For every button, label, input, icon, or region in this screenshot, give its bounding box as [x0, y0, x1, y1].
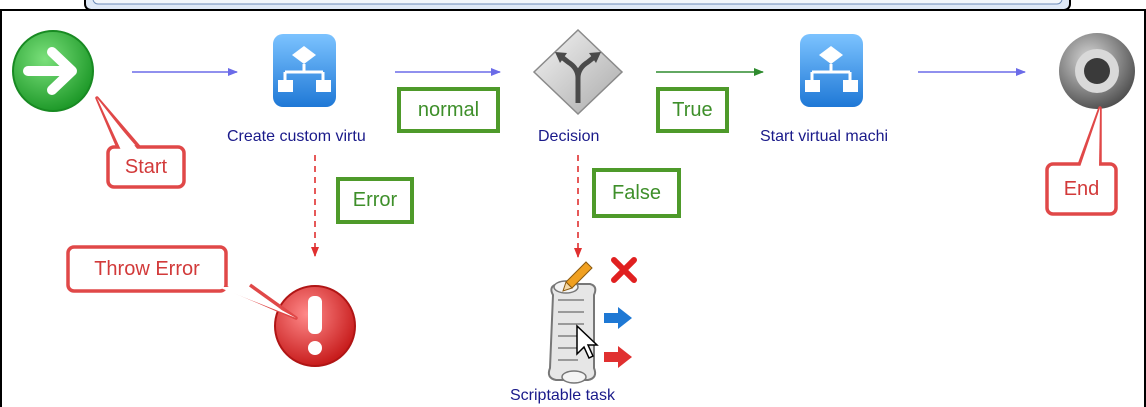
top-panel-edge — [84, 0, 1071, 11]
decision-label[interactable]: Decision — [538, 128, 600, 145]
create-task-label[interactable]: Create custom virtu — [227, 128, 366, 145]
workflow-icon[interactable] — [273, 34, 336, 107]
start-vm-label[interactable]: Start virtual machi — [760, 128, 889, 145]
decision-icon[interactable] — [532, 28, 624, 116]
false-edge-tag: False — [592, 168, 681, 218]
end-callout-shape — [1045, 106, 1118, 216]
scroll-icon[interactable] — [547, 280, 597, 384]
cursor-icon — [576, 324, 599, 360]
right-arrow-icon[interactable] — [604, 307, 632, 329]
start-callout: Start — [124, 155, 168, 178]
throw-error-callout: Throw Error — [94, 257, 200, 280]
throw-error-callout-shape — [66, 245, 298, 320]
end-icon[interactable] — [1059, 33, 1135, 109]
error-edge-tag: Error — [336, 177, 414, 224]
end-callout: End — [1063, 177, 1100, 200]
start-icon[interactable] — [12, 30, 94, 112]
workflow-icon[interactable] — [800, 34, 863, 107]
pencil-icon[interactable] — [562, 261, 593, 292]
right-arrow-icon[interactable] — [604, 346, 632, 368]
delete-icon[interactable] — [611, 257, 637, 283]
error-icon[interactable] — [274, 285, 356, 367]
canvas-border — [0, 9, 1146, 407]
normal-edge-tag: normal — [397, 87, 500, 133]
scriptable-task-label[interactable]: Scriptable task — [510, 387, 615, 404]
true-edge-tag: True — [656, 87, 729, 133]
start-callout-shape — [95, 96, 186, 189]
